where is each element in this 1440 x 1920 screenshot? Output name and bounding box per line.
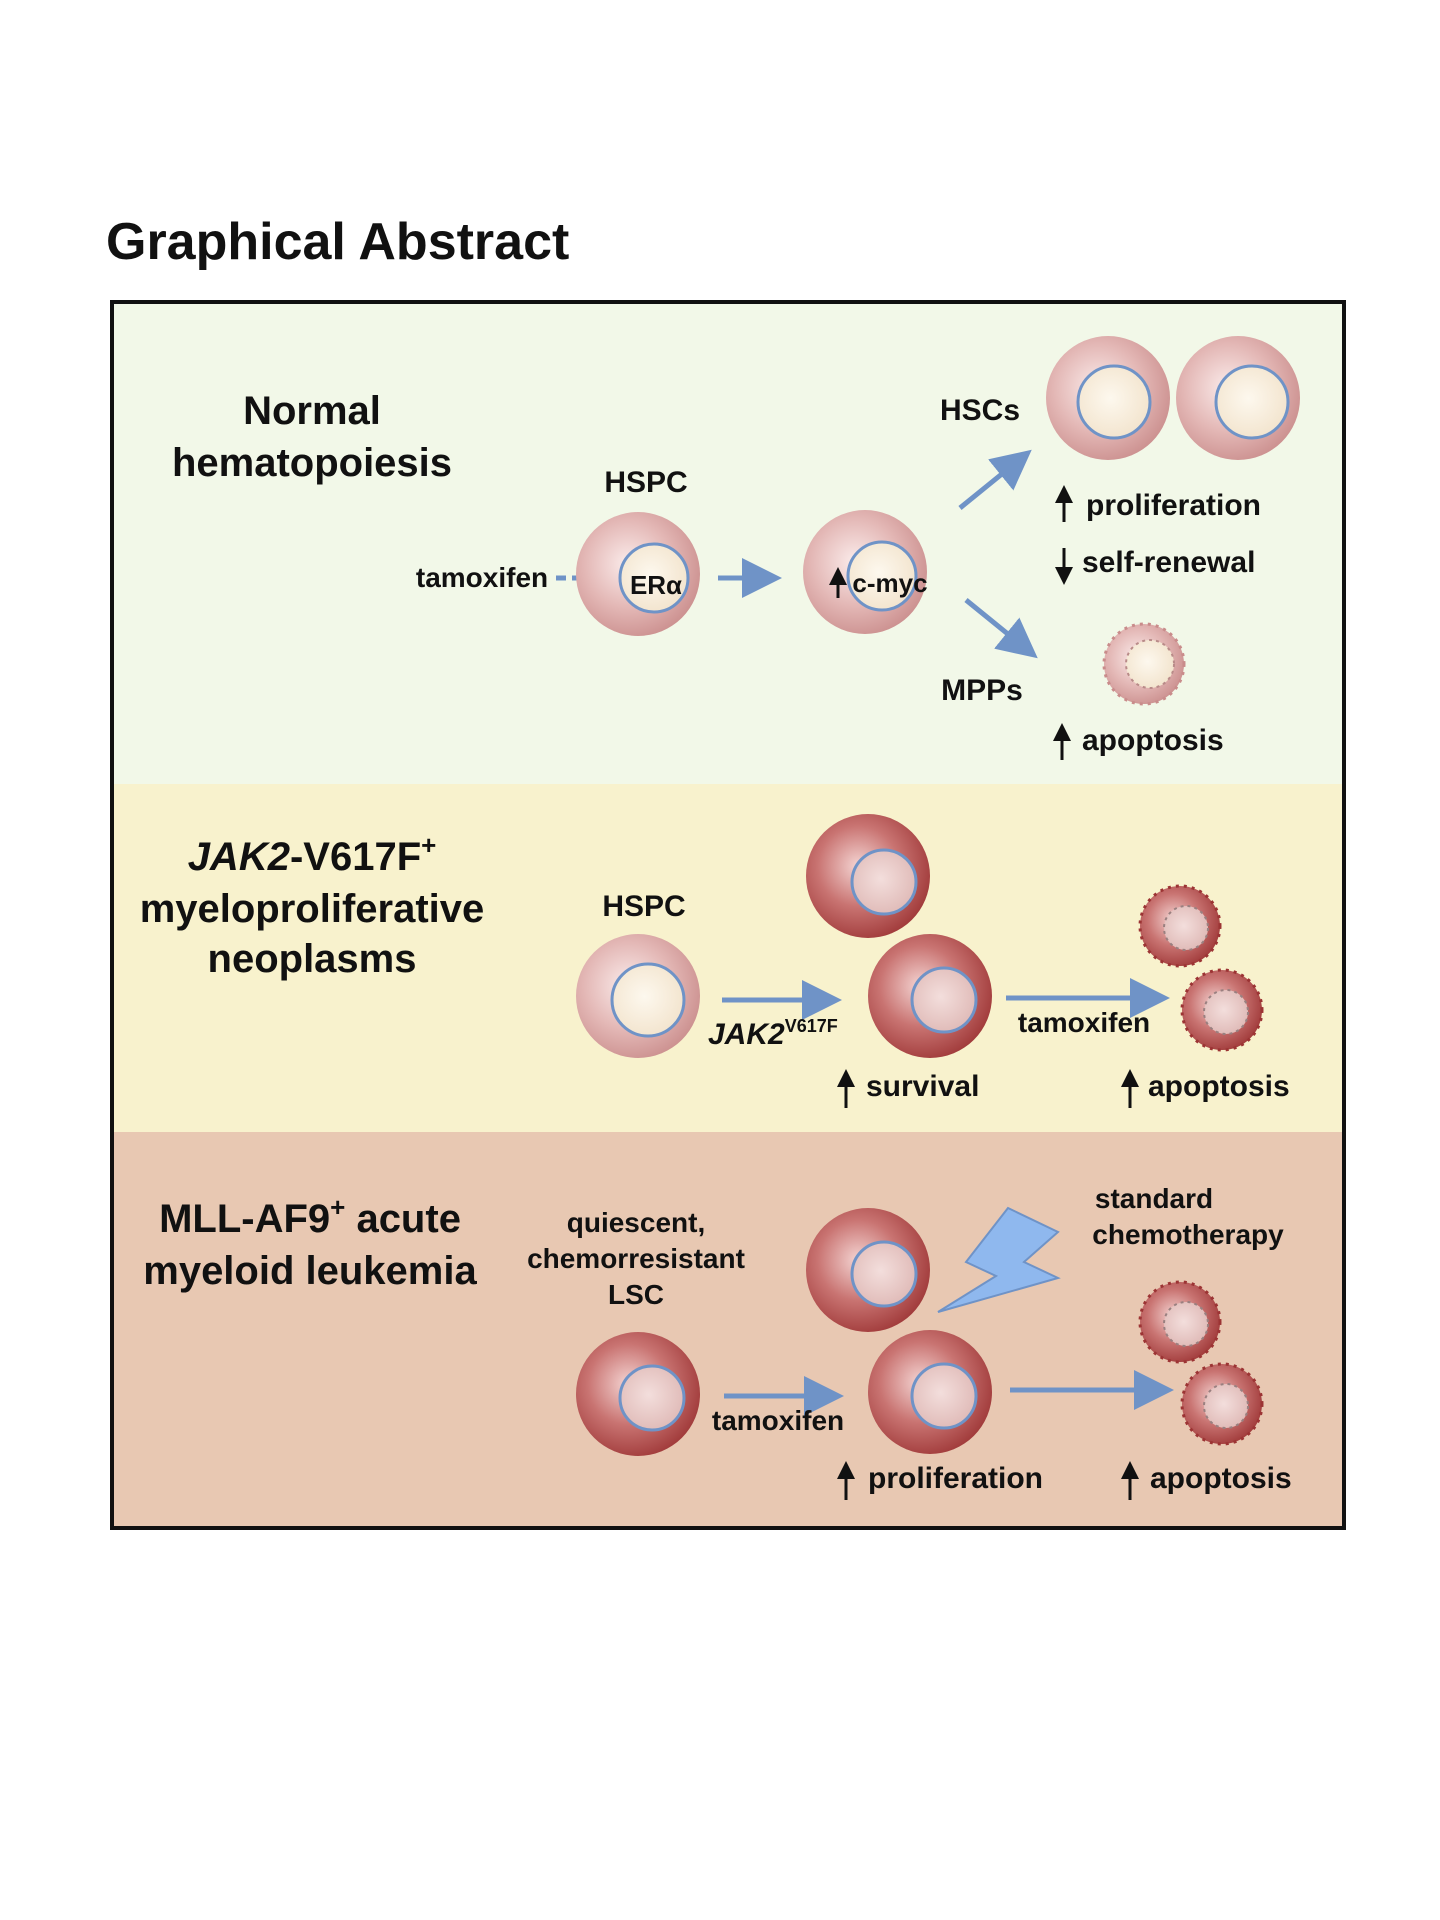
jak2-mutant-cell-bottom bbox=[868, 934, 992, 1058]
panel-jak2: JAK2-V617F+ myeloproliferative neoplasms… bbox=[140, 814, 1290, 1108]
jak2-mutant-cell-top bbox=[806, 814, 930, 938]
figure-border bbox=[110, 300, 1346, 1530]
jak2-mutation-gene: JAK2 bbox=[708, 1018, 785, 1051]
chemo-label-line2: chemotherapy bbox=[1092, 1219, 1284, 1250]
hsc-cell-1 bbox=[1046, 336, 1170, 460]
aml-proliferating-cell-bottom bbox=[868, 1330, 992, 1454]
survival-label: survival bbox=[866, 1070, 979, 1103]
cmyc-cell bbox=[803, 510, 927, 634]
panel-normal: Normal hematopoiesis HSPC tamoxifen ERα … bbox=[172, 336, 1300, 760]
jak2-apoptotic-cell-bottom bbox=[1180, 968, 1264, 1052]
normal-title-line1: Normal bbox=[243, 389, 381, 433]
aml-apoptotic-cell-top bbox=[1138, 1280, 1222, 1364]
hspc-cell bbox=[576, 512, 700, 636]
self-renewal-label: self-renewal bbox=[1082, 546, 1255, 579]
panel-aml: MLL-AF9+ acute myeloid leukemia quiescen… bbox=[143, 1183, 1292, 1500]
aml-title-gene: MLL-AF9 bbox=[159, 1197, 330, 1241]
normal-apoptosis-label: apoptosis bbox=[1082, 724, 1224, 757]
aml-title-rest: acute bbox=[345, 1197, 461, 1241]
hsc-cell-2 bbox=[1176, 336, 1300, 460]
normal-title-line2: hematopoiesis bbox=[172, 441, 452, 485]
aml-proliferation-label: proliferation bbox=[868, 1462, 1043, 1495]
normal-tamoxifen-label: tamoxifen bbox=[416, 562, 548, 593]
er-alpha-label: ERα bbox=[630, 570, 682, 600]
lsc-label-line1: quiescent, bbox=[567, 1207, 705, 1238]
aml-tamoxifen-label: tamoxifen bbox=[712, 1405, 844, 1436]
aml-title-line1: MLL-AF9+ acute bbox=[159, 1192, 461, 1241]
mpp-apoptotic-cell bbox=[1102, 622, 1186, 706]
arrow-to-hscs bbox=[958, 449, 1032, 510]
jak2-tamoxifen-label: tamoxifen bbox=[1018, 1007, 1150, 1038]
jak2-title-line2: myeloproliferative bbox=[140, 887, 485, 931]
jak2-apoptosis-label: apoptosis bbox=[1148, 1070, 1290, 1103]
normal-hspc-label: HSPC bbox=[604, 466, 687, 499]
jak2-hspc-label: HSPC bbox=[602, 890, 685, 923]
normal-proliferation-label: proliferation bbox=[1086, 489, 1261, 522]
aml-proliferating-cell-top bbox=[806, 1208, 930, 1332]
lsc-label-line3: LSC bbox=[608, 1279, 664, 1310]
hscs-label: HSCs bbox=[940, 394, 1020, 427]
lsc-cell bbox=[576, 1332, 700, 1456]
mpps-label: MPPs bbox=[941, 674, 1023, 707]
arrow-to-mpps bbox=[964, 598, 1038, 659]
lightning-bolt-icon bbox=[937, 1206, 1061, 1313]
jak2-title-rest: -V617F bbox=[290, 835, 421, 879]
jak2-apoptotic-cell-top bbox=[1138, 884, 1222, 968]
cmyc-label: c-myc bbox=[852, 568, 927, 598]
aml-title-line2: myeloid leukemia bbox=[143, 1249, 477, 1293]
jak2-mutation-label: JAK2V617F bbox=[708, 1016, 838, 1051]
page-title: Graphical Abstract bbox=[106, 213, 570, 271]
chemo-label-line1: standard bbox=[1095, 1183, 1213, 1214]
jak2-hspc-cell bbox=[576, 934, 700, 1058]
aml-apoptosis-label: apoptosis bbox=[1150, 1462, 1292, 1495]
aml-apoptotic-cell-bottom bbox=[1180, 1362, 1264, 1446]
jak2-title-line3: neoplasms bbox=[208, 937, 417, 981]
jak2-title-gene: JAK2 bbox=[188, 835, 290, 879]
jak2-title-sup: + bbox=[421, 830, 436, 860]
jak2-mutation-sup: V617F bbox=[785, 1016, 838, 1036]
lsc-label-line2: chemorresistant bbox=[527, 1243, 745, 1274]
aml-title-sup: + bbox=[330, 1192, 345, 1222]
jak2-title-line1: JAK2-V617F+ bbox=[188, 830, 437, 879]
